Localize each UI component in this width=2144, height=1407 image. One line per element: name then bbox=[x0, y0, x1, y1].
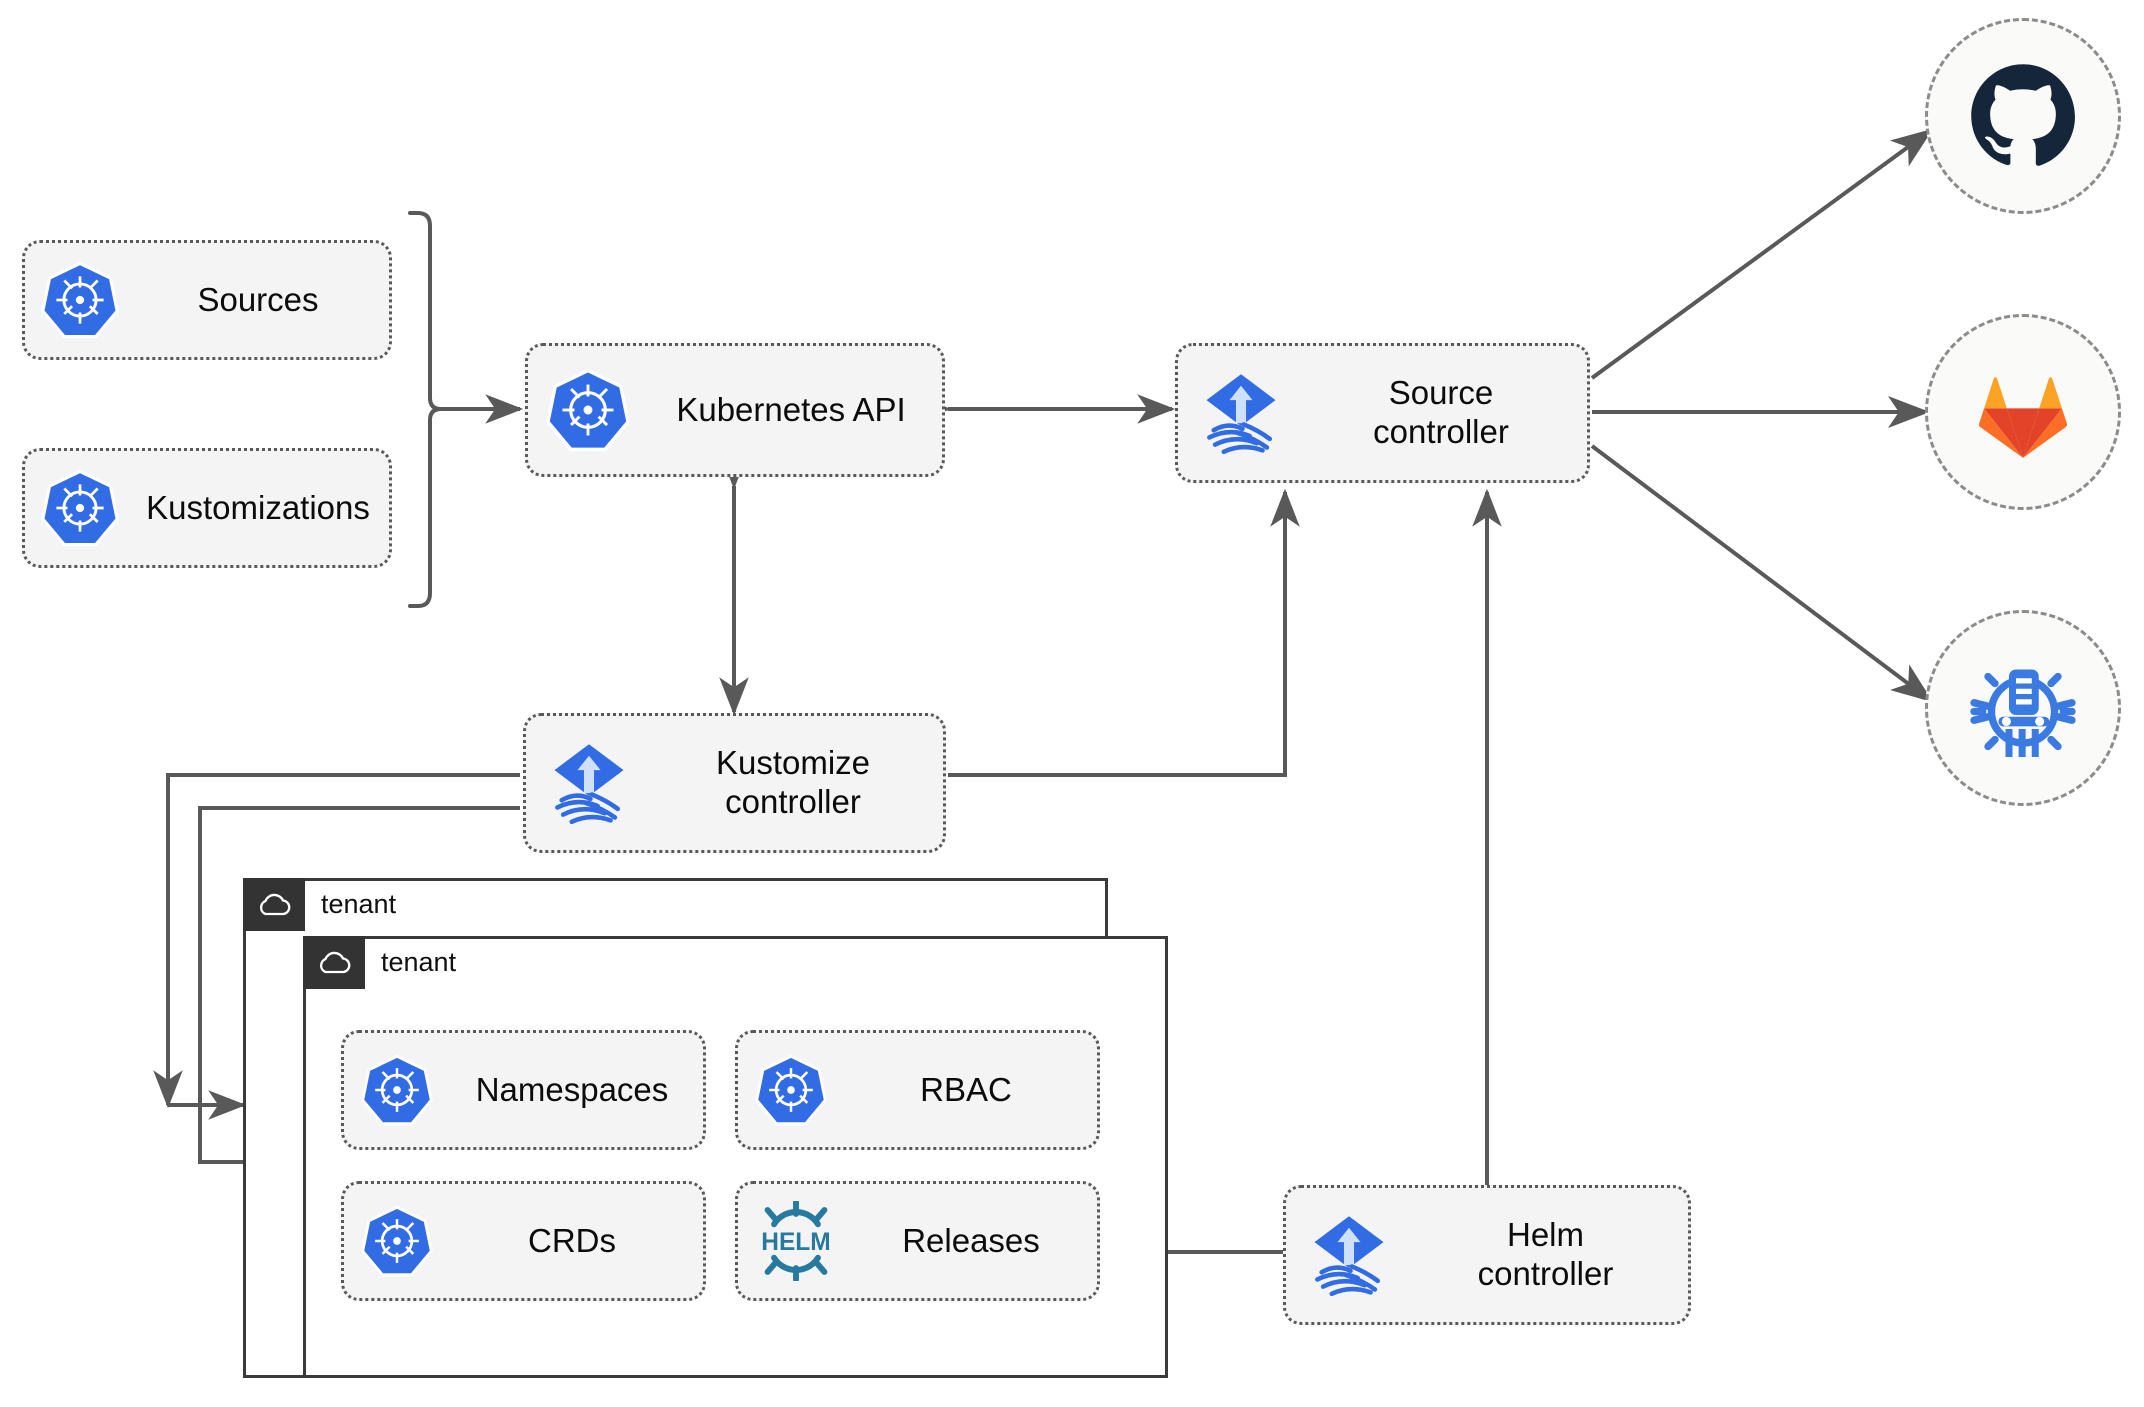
node-kubernetes-api[interactable]: Kubernetes API bbox=[525, 343, 945, 477]
svg-text:HELM: HELM bbox=[761, 1229, 830, 1256]
gitlab-icon bbox=[1978, 377, 2068, 458]
node-label: Kubernetes API bbox=[676, 390, 906, 428]
kubernetes-icon bbox=[25, 261, 135, 339]
node-label: Helm controller bbox=[1477, 1216, 1614, 1292]
tenant-inner[interactable]: tenant bbox=[303, 936, 1168, 1378]
node-kustomizations[interactable]: Kustomizations bbox=[22, 448, 392, 568]
node-source-controller[interactable]: Source controller bbox=[1175, 343, 1590, 483]
tenant-outer-header: tenant bbox=[243, 878, 396, 931]
flux-icon bbox=[526, 737, 651, 829]
cloud-icon bbox=[303, 936, 365, 989]
kubernetes-icon bbox=[528, 368, 648, 452]
node-label: CRDs bbox=[528, 1221, 616, 1259]
kubernetes-icon bbox=[344, 1205, 449, 1277]
provider-github[interactable] bbox=[1925, 18, 2121, 214]
tenant-inner-header: tenant bbox=[303, 936, 456, 989]
node-label: Kustomizations bbox=[146, 488, 370, 526]
node-label: Namespaces bbox=[475, 1070, 669, 1108]
tenant-outer-label: tenant bbox=[321, 889, 397, 919]
tenant-inner-label: tenant bbox=[381, 947, 457, 977]
group-bracket bbox=[408, 211, 442, 608]
node-crds[interactable]: CRDs bbox=[341, 1181, 706, 1301]
node-sources[interactable]: Sources bbox=[22, 240, 392, 360]
node-label: Source controller bbox=[1373, 374, 1509, 450]
node-namespaces[interactable]: Namespaces bbox=[341, 1030, 706, 1150]
edge-source-to-chartmuseum bbox=[1590, 444, 1934, 703]
provider-gitlab[interactable] bbox=[1925, 314, 2121, 510]
flux-icon bbox=[1178, 367, 1303, 459]
helm-icon: HELM bbox=[738, 1201, 853, 1281]
node-label: RBAC bbox=[920, 1070, 1012, 1108]
helm-repo-icon bbox=[1970, 669, 2076, 757]
kubernetes-icon bbox=[738, 1054, 843, 1126]
node-rbac[interactable]: RBAC bbox=[735, 1030, 1100, 1150]
provider-chartmuseum[interactable] bbox=[1925, 610, 2121, 806]
github-icon bbox=[1971, 64, 2075, 166]
cloud-icon bbox=[243, 878, 305, 931]
node-label: Sources bbox=[197, 280, 319, 318]
node-releases[interactable]: HELM Releases bbox=[735, 1181, 1100, 1301]
node-label: Kustomize controller bbox=[715, 744, 871, 820]
node-kustomize-controller[interactable]: Kustomize controller bbox=[523, 713, 946, 853]
edge-source-to-github bbox=[1590, 128, 1934, 380]
node-helm-controller[interactable]: Helm controller bbox=[1283, 1185, 1691, 1325]
kubernetes-icon bbox=[344, 1054, 449, 1126]
edge-kustomize-to-source bbox=[948, 488, 1300, 777]
kubernetes-icon bbox=[25, 469, 135, 547]
flux-icon bbox=[1286, 1209, 1411, 1301]
node-label: Releases bbox=[902, 1221, 1040, 1259]
